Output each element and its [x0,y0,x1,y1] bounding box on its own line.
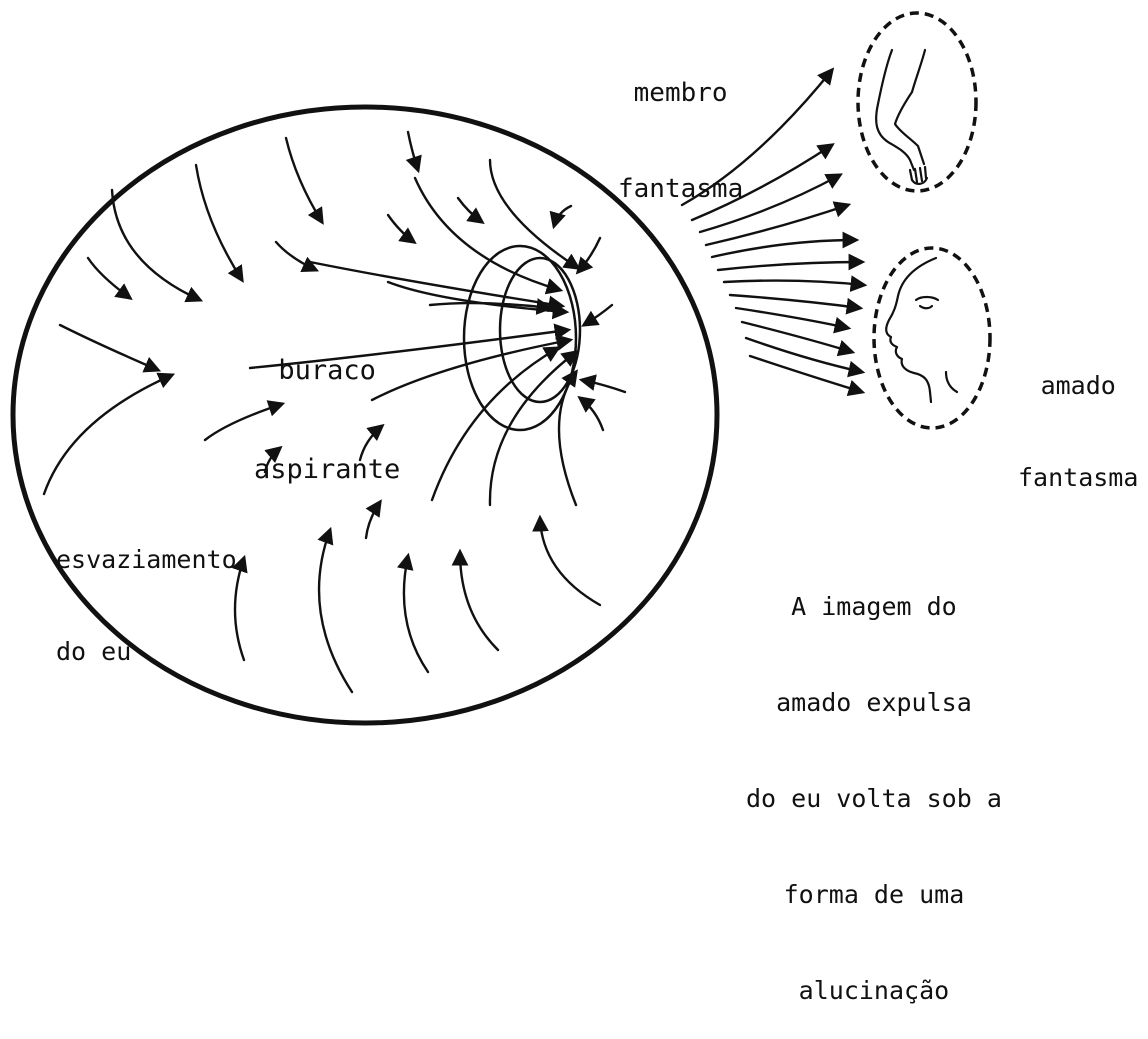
flow-arrow [430,303,550,308]
flow-arrow [372,340,570,400]
label-aspirating-hole: buraco aspirante [254,289,400,520]
flow-arrow [388,215,414,242]
caption: A imagem do amado expulsa do eu volta so… [746,527,1002,1039]
flow-arrow [404,556,428,672]
label-line: fantasma [1018,463,1138,494]
flow-arrow [458,198,482,222]
flow-arrow [60,325,158,370]
caption-line: do eu volta sob a [746,783,1002,815]
flow-arrow [750,356,862,392]
flow-arrow [44,375,172,494]
label-line: esvaziamento [56,545,237,576]
flow-arrow [112,190,200,300]
flow-arrow [718,262,862,270]
flow-arrow [724,281,864,285]
label-phantom-limb: membro fantasma [618,15,743,237]
flow-arrow [460,552,498,650]
flow-arrow [712,240,856,257]
flow-arrow [319,530,352,692]
flow-arrow [276,242,316,270]
flow-arrow [554,206,571,226]
caption-line: A imagem do [746,591,1002,623]
label-line: aspirante [254,454,400,487]
flow-arrow [196,165,242,280]
caption-line: amado expulsa [746,687,1002,719]
diagram-canvas: membro fantasma buraco aspirante amado f… [0,0,1148,727]
phantom-limb-oval [858,13,976,191]
flow-arrow [286,138,322,222]
label-line: membro [618,78,743,110]
flow-arrow [730,295,860,308]
flow-arrow [540,518,600,605]
arm-icon [876,50,927,184]
flow-arrow [88,258,130,298]
flow-arrow [408,132,418,170]
face-profile-icon [886,258,957,402]
flow-arrow [490,160,578,268]
label-phantom-loved-one: amado fantasma [1018,310,1138,524]
caption-line: forma de uma [746,879,1002,911]
caption-line: alucinação [746,975,1002,1007]
label-line: amado [1018,371,1138,402]
flow-arrow [582,380,625,392]
flow-arrow [746,338,862,372]
label-line: do eu [56,637,237,668]
flow-arrow [415,178,560,290]
label-self-emptying: esvaziamento do eu [56,484,237,698]
flow-arrow [578,238,600,272]
label-line: buraco [254,355,400,388]
flow-arrow [584,305,612,325]
label-line: fantasma [618,174,743,206]
flow-arrow [580,398,603,430]
